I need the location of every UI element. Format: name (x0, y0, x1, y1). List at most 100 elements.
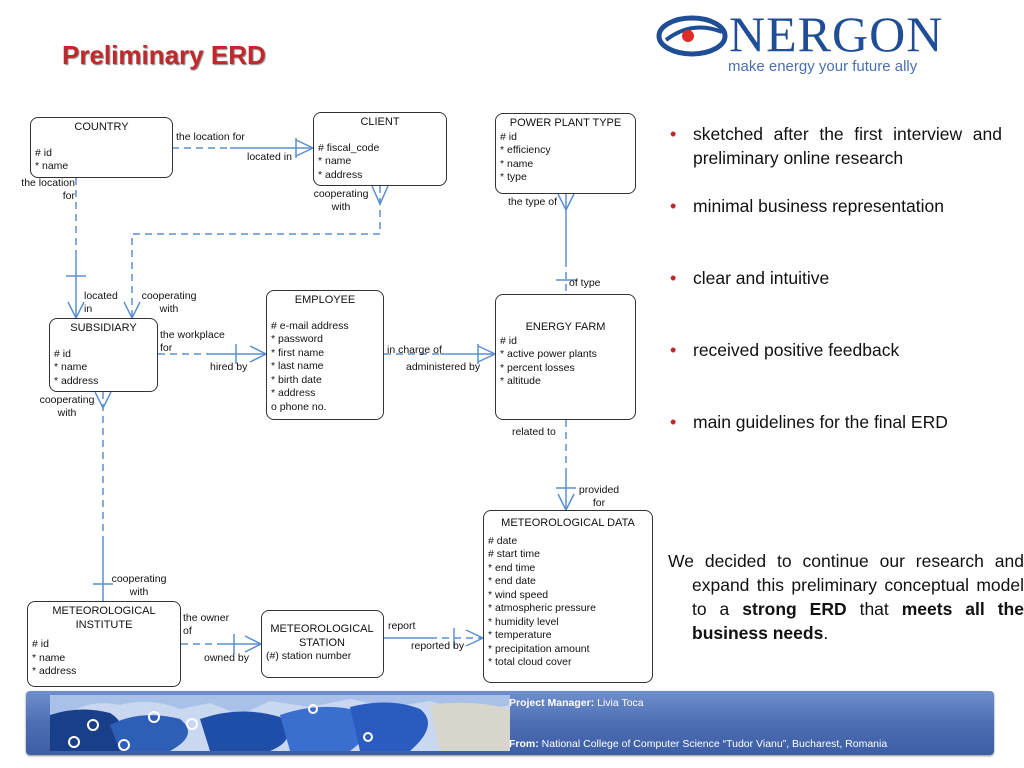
rel-label: related to (512, 426, 556, 438)
rel-label: administered by (406, 361, 481, 373)
entity-attribute: * total cloud cover (488, 656, 572, 668)
entity-attribute: * name (54, 361, 88, 373)
entity-attribute: * temperature (488, 629, 552, 641)
rel-label: cooperating with (39, 394, 95, 419)
rel-label: the location for (176, 131, 245, 143)
entity-attribute: (#) station number (266, 650, 352, 662)
conclusion-bold: strong ERD (742, 599, 847, 619)
erd-connectors (66, 138, 576, 654)
entity-meteorological-station: METEOROLOGICAL STATION (#) station numbe… (261, 610, 384, 678)
entity-attribute: * address (54, 374, 99, 387)
entity-name: POWER PLANT TYPE (509, 117, 622, 129)
rel-label: hired by (210, 361, 248, 373)
entity-attribute: * address (318, 168, 363, 181)
conclusion-paragraph: We decided to continue our research and … (668, 549, 1024, 645)
entity-employee: EMPLOYEE # e-mail address * password * f… (266, 290, 384, 420)
entity-attribute: * end date (488, 575, 536, 587)
entity-attribute: # id (35, 146, 52, 159)
entity-attribute: * name (35, 160, 69, 172)
entity-attribute: * password (271, 333, 323, 345)
rel-label: owned by (204, 652, 249, 664)
entity-attribute: # date (488, 534, 518, 547)
entity-name: CLIENT (360, 116, 400, 128)
entity-attribute: * end time (488, 561, 536, 574)
rel-label: located in (247, 151, 292, 163)
entity-name: METEOROLOGICAL DATA (501, 517, 635, 529)
rel-label: the type of (508, 196, 558, 208)
entity-name: METEOROLOGICAL STATION (270, 623, 374, 649)
logo-wordmark: NERGON (729, 6, 944, 62)
bullet-text: sketched after the first interview and p… (693, 124, 1002, 168)
entity-country: COUNTRY # id * name (30, 117, 173, 178)
entity-attribute: * first name (271, 346, 325, 359)
bullet-item: •received positive feedback (670, 338, 1002, 362)
entity-attribute: * wind speed (488, 588, 549, 601)
entity-attribute: # id (54, 347, 71, 360)
entity-attribute: * name (500, 157, 534, 170)
bullet-marker: • (670, 412, 677, 432)
rel-label: of type (569, 277, 601, 289)
entity-subsidiary: SUBSIDIARY # id * name * address (49, 318, 158, 392)
rel-label: cooperating with (141, 290, 197, 315)
rel-label: in charge of (387, 344, 442, 356)
entity-attribute: o phone no. (271, 400, 327, 413)
connector-client-subsidiary (131, 186, 381, 318)
romania-map-icon (50, 695, 510, 751)
bullet-item: • main guidelines for the final ERD (670, 410, 1002, 434)
bullet-marker: • (670, 268, 677, 288)
footer-value: Livia Toca (594, 697, 644, 709)
rel-label: located in (84, 290, 118, 315)
rel-label: the location for (21, 177, 75, 202)
logo-tagline: make energy your future ally (728, 58, 918, 75)
rel-label: cooperating with (313, 188, 369, 213)
bullet-item: • minimal business representation (670, 194, 1002, 218)
entity-attribute: # id (500, 334, 517, 347)
entity-attribute: * name (318, 155, 352, 167)
entity-attribute: * birth date (271, 373, 322, 386)
footer-label: From: (509, 738, 539, 750)
entity-power-plant-type: POWER PLANT TYPE # id * efficiency * nam… (495, 113, 636, 194)
bullet-text: clear and intuitive (693, 268, 830, 288)
entity-name: METEOROLOGICAL INSTITUTE (52, 605, 156, 631)
bullet-marker: • (670, 124, 677, 144)
entity-attribute: # e-mail address (271, 319, 349, 332)
page-title: Preliminary ERD (62, 40, 266, 70)
entity-name: COUNTRY (74, 121, 129, 133)
entity-client: CLIENT # fiscal_code * name * address (313, 112, 447, 186)
footer-from: From: National College of Computer Scien… (509, 738, 887, 750)
entity-attribute: * altitude (500, 375, 541, 387)
logo-swoosh-icon (656, 15, 728, 57)
entity-attribute: * atmospheric pressure (488, 602, 596, 614)
conclusion-text: We decided to continue our research and … (668, 551, 1024, 619)
energon-logo: NERGON make energy your future ally (656, 6, 956, 78)
bullet-marker: • (670, 196, 677, 216)
erd-diagram: COUNTRY # id * name CLIENT # fiscal_code… (21, 112, 653, 687)
entity-name: SUBSIDIARY (70, 322, 137, 334)
rel-label: report (388, 620, 416, 632)
entity-attribute: * precipitation amount (488, 642, 590, 655)
conclusion-text: . (823, 623, 829, 643)
entity-meteorological-data: METEOROLOGICAL DATA # date # start time … (483, 510, 653, 683)
entity-attribute: * address (32, 665, 77, 677)
conclusion-bold: meets all the business needs (692, 599, 1024, 643)
entity-attribute: * efficiency (500, 144, 551, 156)
entity-attribute: # id (32, 638, 49, 650)
entity-meteorological-institute: METEOROLOGICAL INSTITUTE # id * name * a… (27, 601, 181, 687)
entity-attribute: * address (271, 387, 316, 399)
bullet-text: main guidelines for the final ERD (693, 412, 948, 432)
crowfoot-subsidiary-institute (94, 391, 112, 410)
footer-banner: Project Manager: Livia Toca From: Nation… (26, 691, 994, 755)
crowfoot-client-sub (371, 185, 389, 206)
entity-attribute: * percent losses (500, 361, 575, 374)
entity-energy-farm: ENERGY FARM # id * active power plants *… (495, 294, 636, 420)
entity-attribute: # fiscal_code (318, 141, 380, 154)
bullet-list: • sketched after the first interview and … (670, 122, 1002, 434)
entity-attribute: * humidity level (488, 615, 559, 628)
footer-label: Project Manager: (509, 697, 595, 709)
entity-attribute: * active power plants (500, 348, 597, 360)
bullet-text: minimal business representation (693, 196, 944, 216)
entity-attribute: * name (32, 651, 66, 664)
crowfoot-ppt (557, 193, 575, 212)
entity-attribute: * last name (271, 360, 324, 372)
entity-attribute: * type (500, 171, 527, 183)
